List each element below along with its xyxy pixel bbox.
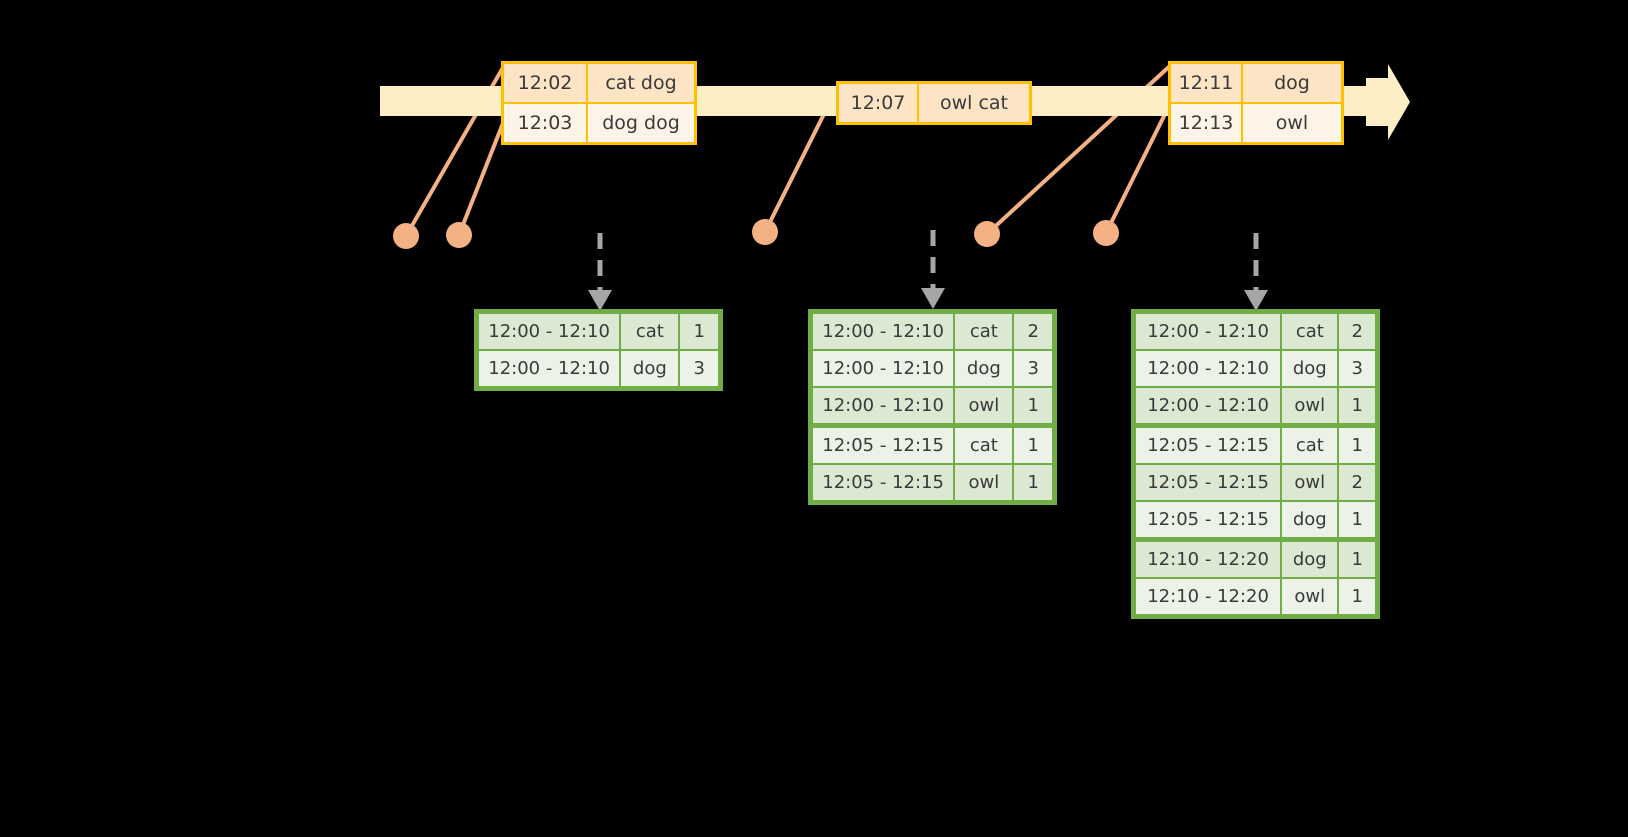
connector-dots bbox=[393, 219, 1119, 249]
key-cell: cat bbox=[1282, 314, 1338, 349]
window-cell: 12:10 - 12:20 bbox=[1136, 542, 1281, 577]
count-cell: 1 bbox=[1014, 388, 1052, 423]
count-cell: 1 bbox=[1014, 465, 1052, 500]
window-cell: 12:05 - 12:15 bbox=[1136, 465, 1281, 500]
event-row[interactable]: 12:13 owl bbox=[1171, 102, 1341, 142]
window-cell: 12:00 - 12:10 bbox=[813, 351, 954, 386]
window-cell: 12:05 - 12:15 bbox=[1136, 428, 1281, 463]
window-cell: 12:00 - 12:10 bbox=[813, 388, 954, 423]
count-cell: 1 bbox=[1339, 428, 1375, 463]
event-time: 12:03 bbox=[504, 104, 588, 142]
key-cell: dog bbox=[621, 351, 679, 386]
dashed-arrow-heads bbox=[588, 288, 1268, 311]
key-cell: owl bbox=[1282, 465, 1338, 500]
event-marker-1 bbox=[393, 223, 419, 249]
key-cell: dog bbox=[955, 351, 1013, 386]
event-group-1[interactable]: 12:02 cat dog 12:03 dog dog bbox=[501, 61, 697, 145]
dashed-arrows bbox=[597, 230, 1259, 292]
window-cell: 12:00 - 12:10 bbox=[1136, 388, 1281, 423]
event-words: owl bbox=[1243, 104, 1341, 142]
key-cell: owl bbox=[1282, 388, 1338, 423]
event-group-3[interactable]: 12:11 dog 12:13 owl bbox=[1168, 61, 1344, 145]
key-cell: dog bbox=[1282, 351, 1338, 386]
dashed-arrow-head-2 bbox=[921, 288, 945, 309]
event-row[interactable]: 12:07 owl cat bbox=[839, 84, 1029, 122]
count-cell: 2 bbox=[1339, 465, 1375, 500]
window-cell: 12:05 - 12:15 bbox=[1136, 502, 1281, 537]
event-words: dog bbox=[1243, 64, 1341, 102]
event-words: dog dog bbox=[588, 104, 694, 142]
dashed-arrow-head-3 bbox=[1244, 290, 1268, 311]
event-marker-3 bbox=[752, 219, 778, 245]
event-row[interactable]: 12:03 dog dog bbox=[504, 102, 694, 142]
connector-line-2 bbox=[457, 117, 507, 236]
count-cell: 3 bbox=[1339, 351, 1375, 386]
window-cell: 12:00 - 12:10 bbox=[479, 351, 620, 386]
window-cell: 12:00 - 12:10 bbox=[1136, 314, 1281, 349]
window-cell: 12:05 - 12:15 bbox=[813, 465, 954, 500]
count-cell: 2 bbox=[1339, 314, 1375, 349]
event-group-2[interactable]: 12:07 owl cat bbox=[836, 81, 1032, 125]
count-cell: 2 bbox=[1014, 314, 1052, 349]
event-row[interactable]: 12:02 cat dog bbox=[504, 64, 694, 102]
event-marker-2 bbox=[446, 222, 472, 248]
window-cell: 12:05 - 12:15 bbox=[813, 428, 954, 463]
key-cell: owl bbox=[955, 465, 1013, 500]
window-cell: 12:10 - 12:20 bbox=[1136, 579, 1281, 614]
key-cell: dog bbox=[1282, 502, 1338, 537]
count-cell: 1 bbox=[1339, 388, 1375, 423]
key-cell: owl bbox=[1282, 579, 1338, 614]
window-cell: 12:00 - 12:10 bbox=[479, 314, 620, 349]
event-time: 12:07 bbox=[839, 84, 919, 122]
key-cell: cat bbox=[955, 428, 1013, 463]
event-row[interactable]: 12:11 dog bbox=[1171, 64, 1341, 102]
window-cell: 12:00 - 12:10 bbox=[1136, 351, 1281, 386]
event-marker-5 bbox=[1093, 220, 1119, 246]
arrow-head-shape bbox=[1366, 64, 1410, 140]
count-cell: 1 bbox=[680, 314, 718, 349]
key-cell: dog bbox=[1282, 542, 1338, 577]
count-cell: 3 bbox=[680, 351, 718, 386]
key-cell: cat bbox=[955, 314, 1013, 349]
event-time: 12:13 bbox=[1171, 104, 1243, 142]
event-marker-4 bbox=[974, 221, 1000, 247]
event-time: 12:02 bbox=[504, 64, 588, 102]
dashed-arrow-head-1 bbox=[588, 290, 612, 311]
count-cell: 1 bbox=[1339, 542, 1375, 577]
count-cell: 1 bbox=[1014, 428, 1052, 463]
event-words: owl cat bbox=[919, 84, 1029, 122]
window-cell: 12:00 - 12:10 bbox=[813, 314, 954, 349]
key-cell: owl bbox=[955, 388, 1013, 423]
count-cell: 1 bbox=[1339, 502, 1375, 537]
event-time: 12:11 bbox=[1171, 64, 1243, 102]
key-cell: cat bbox=[1282, 428, 1338, 463]
connector-line-5 bbox=[1104, 99, 1174, 234]
key-cell: cat bbox=[621, 314, 679, 349]
count-cell: 3 bbox=[1014, 351, 1052, 386]
count-cell: 1 bbox=[1339, 579, 1375, 614]
event-words: cat dog bbox=[588, 64, 694, 102]
